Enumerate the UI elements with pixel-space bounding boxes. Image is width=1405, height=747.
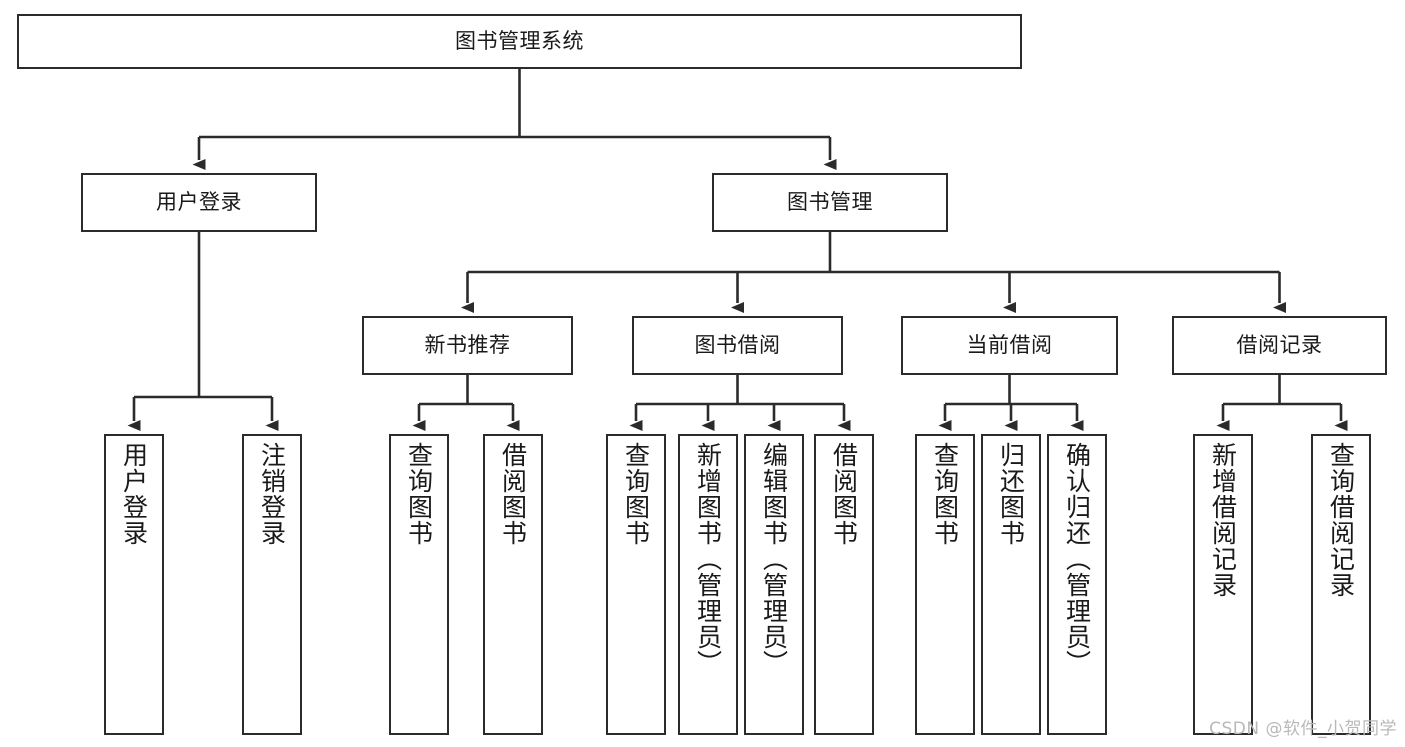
node-label: 归还图书 [996, 442, 1026, 546]
node-leaf-leaf-borrow-book-2[interactable]: 借阅图书 [814, 434, 874, 735]
node-label: 借阅图书 [498, 442, 528, 546]
node-level2-borrow-records[interactable]: 借阅记录 [1172, 316, 1387, 375]
node-label: 新增图书（管理员） [693, 442, 723, 676]
node-label: 用户登录 [119, 442, 149, 546]
node-label: 查询图书 [930, 442, 960, 546]
node-leaf-leaf-query-book-2[interactable]: 查询图书 [606, 434, 666, 735]
node-leaf-leaf-query-borrow-record[interactable]: 查询借阅记录 [1311, 434, 1371, 735]
node-leaf-leaf-user-logout[interactable]: 注销登录 [242, 434, 302, 735]
node-label: 注销登录 [257, 442, 287, 546]
node-label: 新书推荐 [424, 332, 511, 357]
node-label: 用户登录 [156, 189, 242, 214]
node-leaf-leaf-edit-book[interactable]: 编辑图书（管理员） [744, 434, 804, 735]
node-leaf-leaf-add-borrow-record[interactable]: 新增借阅记录 [1193, 434, 1253, 735]
node-label: 查询图书 [404, 442, 434, 546]
node-label: 图书管理系统 [455, 28, 584, 53]
node-label: 借阅图书 [829, 442, 859, 546]
node-label: 新增借阅记录 [1208, 442, 1238, 598]
node-label: 当前借阅 [966, 332, 1053, 357]
node-level2-book-borrow[interactable]: 图书借阅 [632, 316, 843, 375]
node-leaf-leaf-query-book-1[interactable]: 查询图书 [389, 434, 449, 735]
node-label: 图书借阅 [694, 332, 781, 357]
node-label: 编辑图书（管理员） [759, 442, 789, 676]
node-level2-current-borrow[interactable]: 当前借阅 [901, 316, 1118, 375]
node-leaf-leaf-add-book[interactable]: 新增图书（管理员） [678, 434, 738, 735]
node-label: 图书管理 [787, 189, 873, 214]
node-label: 借阅记录 [1236, 332, 1323, 357]
csdn-watermark: CSDN @软件_小贺同学 [1209, 719, 1397, 739]
node-level1-user-login[interactable]: 用户登录 [81, 173, 317, 232]
node-level1-book-manage[interactable]: 图书管理 [712, 173, 948, 232]
node-root-root[interactable]: 图书管理系统 [17, 14, 1022, 69]
node-leaf-leaf-confirm-return[interactable]: 确认归还（管理员） [1047, 434, 1107, 735]
node-leaf-leaf-borrow-book-1[interactable]: 借阅图书 [483, 434, 543, 735]
node-leaf-leaf-query-book-3[interactable]: 查询图书 [915, 434, 975, 735]
node-label: 确认归还（管理员） [1062, 442, 1092, 676]
node-label: 查询借阅记录 [1326, 442, 1356, 598]
node-leaf-leaf-return-book[interactable]: 归还图书 [981, 434, 1041, 735]
node-label: 查询图书 [621, 442, 651, 546]
node-level2-new-book-recommend[interactable]: 新书推荐 [362, 316, 573, 375]
node-leaf-leaf-user-login[interactable]: 用户登录 [104, 434, 164, 735]
